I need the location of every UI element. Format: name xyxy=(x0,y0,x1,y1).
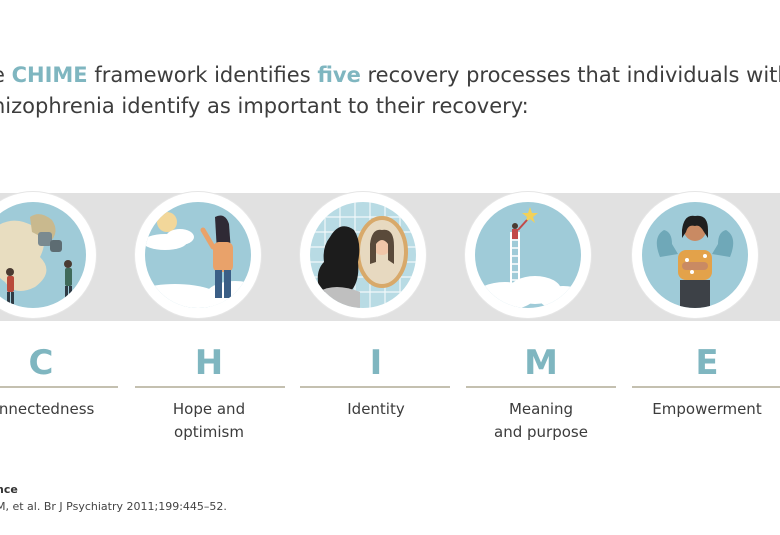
label-hope: Hope and optimism xyxy=(134,398,284,444)
identity-illustration xyxy=(310,202,416,308)
letter-i: I xyxy=(369,343,383,383)
label-identity: Identity xyxy=(301,398,451,421)
connectedness-illustration xyxy=(0,202,86,308)
hope-illustration xyxy=(145,202,251,308)
chime-highlight: CHIME xyxy=(11,63,88,87)
reference-title: nce xyxy=(0,483,18,496)
intro-text-part: framework identifies xyxy=(87,63,318,87)
divider-line xyxy=(632,386,780,388)
label-line: and purpose xyxy=(494,423,588,441)
letter-c: C xyxy=(28,343,54,383)
identity-circle xyxy=(300,192,426,318)
meaning-circle xyxy=(465,192,591,318)
letter-e: E xyxy=(695,343,719,383)
label-line: onnectedness xyxy=(0,400,95,418)
label-meaning: Meaning and purpose xyxy=(466,398,616,444)
label-line: optimism xyxy=(174,423,244,441)
label-line: Hope and xyxy=(172,400,246,418)
empowerment-circle xyxy=(632,192,758,318)
empowerment-illustration xyxy=(642,202,748,308)
intro-text-part: e xyxy=(0,63,12,87)
intro-text: e CHIME framework identifies five recove… xyxy=(0,60,780,122)
label-line: Empowerment xyxy=(652,400,762,418)
letter-h: H xyxy=(194,343,224,383)
label-empowerment: Empowerment xyxy=(632,398,780,421)
label-line: Identity xyxy=(347,400,405,418)
intro-line-2: hizophrenia identify as important to the… xyxy=(0,94,529,118)
label-connectedness: onnectedness xyxy=(0,398,112,421)
intro-line-1: e CHIME framework identifies five recove… xyxy=(0,60,780,91)
reference-citation: M, et al. Br J Psychiatry 2011;199:445–5… xyxy=(0,500,227,513)
letter-m: M xyxy=(524,343,558,383)
divider-line xyxy=(466,386,616,388)
label-line: Meaning xyxy=(508,400,574,418)
hope-circle xyxy=(135,192,261,318)
meaning-illustration xyxy=(475,202,581,308)
intro-text-part: recovery processes that individuals with xyxy=(360,63,780,87)
divider-line xyxy=(135,386,285,388)
divider-line xyxy=(0,386,118,388)
divider-line xyxy=(300,386,450,388)
five-highlight: five xyxy=(317,63,361,87)
